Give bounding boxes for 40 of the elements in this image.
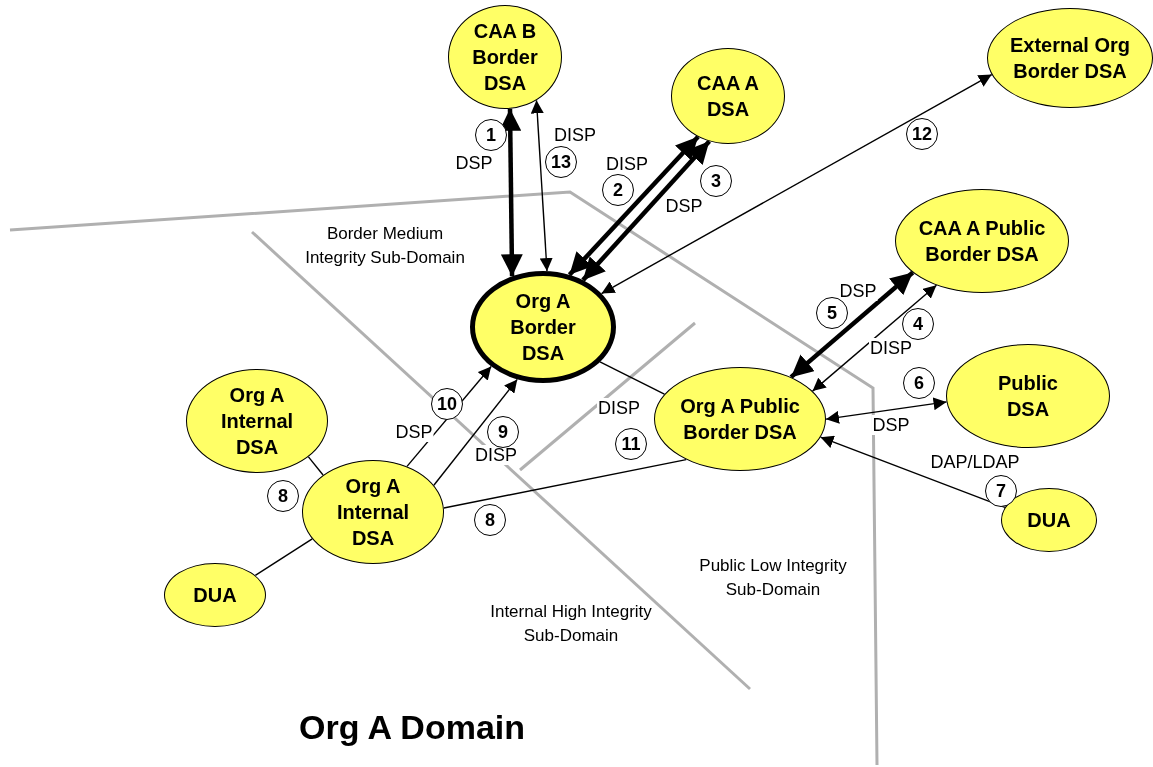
callout-number: 13 [545, 146, 577, 178]
edge-label: DSP [838, 281, 878, 301]
node-label: Org A Public Border DSA [679, 394, 801, 445]
node-label: CAA A DSA [696, 71, 760, 122]
arrow [825, 397, 948, 424]
connector-line [307, 456, 324, 476]
node-label: Public DSA [997, 371, 1059, 422]
callout-number: 7 [985, 475, 1017, 507]
sub-domain-label: Public Low Integrity Sub-Domain [698, 555, 848, 601]
callout-number: 9 [487, 416, 519, 448]
node-label: Org A Internal DSA [335, 474, 411, 551]
node-label: External Org Border DSA [1008, 33, 1131, 84]
callout-number: 6 [903, 367, 935, 399]
sub-domain-label: Border Medium Integrity Sub-Domain [304, 223, 466, 269]
node-label: Org A Internal DSA [219, 383, 295, 460]
callout-number: 4 [902, 308, 934, 340]
sub-domain-label: Internal High Integrity Sub-Domain [489, 601, 653, 647]
node-label: CAA B Border DSA [471, 19, 539, 96]
edge-label: DSP [871, 415, 911, 435]
callout-number: 2 [602, 174, 634, 206]
callout-number: 3 [700, 165, 732, 197]
callout-number: 8 [267, 480, 299, 512]
arrow [530, 99, 553, 272]
edge-label: DISP [474, 445, 518, 465]
callout-number: 10 [431, 388, 463, 420]
arrow [811, 284, 938, 392]
node-label: Org A Border DSA [509, 289, 577, 366]
callout-number: 8 [474, 504, 506, 536]
connector-line [443, 458, 687, 509]
callout-number: 5 [816, 297, 848, 329]
callout-number: 1 [475, 119, 507, 151]
edge-label: DSP [394, 422, 434, 442]
node-label: CAA A Public Border DSA [917, 216, 1047, 267]
callout-number: 12 [906, 118, 938, 150]
arrow [789, 270, 915, 379]
node-label: DUA [193, 583, 237, 608]
connector-line [254, 538, 313, 577]
node-label: DUA [1027, 508, 1071, 533]
domain-title: Org A Domain [299, 707, 525, 747]
callout-number: 11 [615, 428, 647, 460]
